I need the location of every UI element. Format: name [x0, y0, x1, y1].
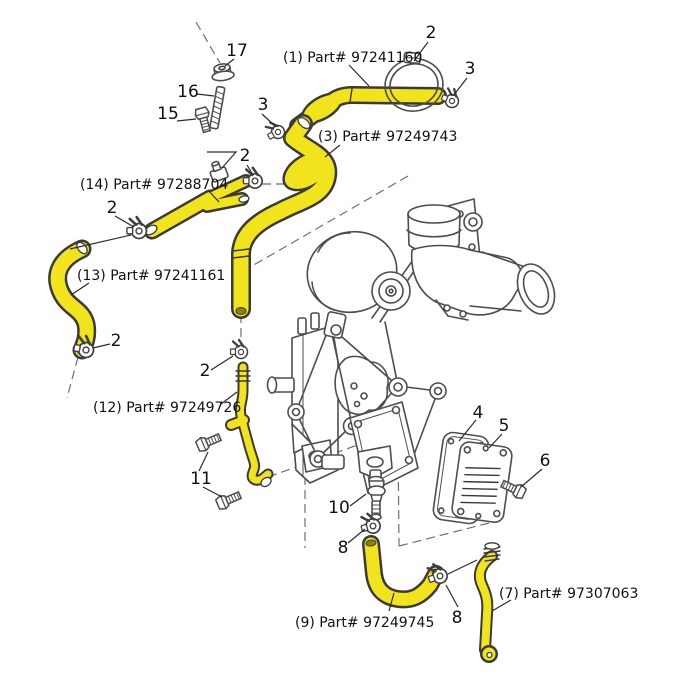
fasteners	[193, 63, 528, 521]
nut-17	[211, 63, 235, 82]
callout-8-right: 8	[452, 608, 463, 628]
callout-2-b: 2	[107, 198, 118, 218]
hose-3	[231, 114, 338, 319]
callout-15: 15	[157, 104, 179, 124]
part-label-1: (1) Part# 97241160	[283, 50, 422, 66]
callout-16: 16	[177, 82, 199, 102]
part-label-12: (12) Part# 97249726	[93, 400, 241, 416]
callout-4: 4	[473, 403, 484, 423]
thermostat-housing	[406, 198, 556, 321]
bolt-11a	[194, 429, 224, 454]
tee-fitting	[209, 160, 229, 183]
alternator	[306, 230, 411, 339]
callout-10: 10	[328, 498, 350, 518]
hose-1	[289, 86, 447, 135]
hose-14	[143, 160, 254, 240]
part-label-9: (9) Part# 97249745	[295, 615, 434, 631]
callout-numbers: 2 3 17 16 15 3 2 2 2 2 11 10 8 4 5 6 8	[107, 23, 551, 628]
engine-assembly	[266, 198, 556, 525]
part-label-3: (3) Part# 97249743	[318, 129, 457, 145]
hose-clamp-ring-2	[384, 51, 444, 112]
engine-lower-cover	[321, 401, 419, 494]
callout-2-top: 2	[426, 23, 437, 43]
stud-16	[209, 85, 226, 130]
leader-lines	[69, 41, 543, 612]
callout-8-left: 8	[338, 538, 349, 558]
oil-fitting-10	[367, 475, 386, 521]
callout-2-d: 2	[200, 361, 211, 381]
callout-3-topright: 3	[465, 59, 476, 79]
hose-clamps	[71, 84, 464, 588]
clamp-2-d	[229, 338, 249, 360]
part-labels: (1) Part# 97241160 (3) Part# 97249743 (1…	[77, 50, 638, 631]
callout-17: 17	[226, 41, 248, 61]
part-label-13: (13) Part# 97241161	[77, 268, 225, 284]
callout-11: 11	[190, 469, 212, 489]
bolt-11b	[214, 487, 244, 512]
callout-2-c: 2	[111, 331, 122, 351]
part-label-7: (7) Part# 97307063	[499, 586, 638, 602]
callout-3-mid: 3	[258, 95, 269, 115]
part-label-14: (14) Part# 97288704	[80, 177, 228, 193]
pipe-7	[473, 542, 501, 663]
oil-cooler-cover	[451, 441, 513, 524]
callout-2-a: 2	[240, 146, 251, 166]
callout-5: 5	[499, 416, 510, 436]
hose-13	[48, 239, 97, 360]
callout-6: 6	[540, 451, 551, 471]
pipe-12	[225, 361, 274, 488]
